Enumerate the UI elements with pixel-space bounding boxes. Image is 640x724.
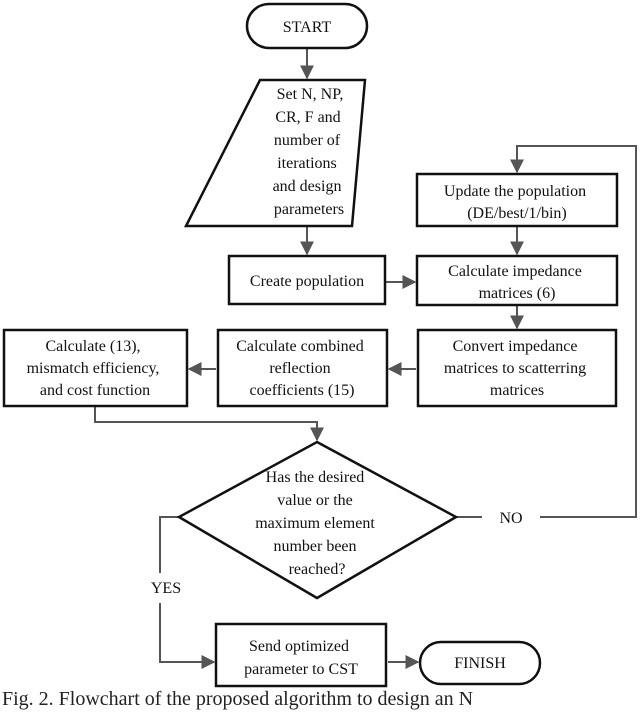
update-population-line: Update the population [444, 183, 586, 200]
setup-line: number of [274, 132, 341, 149]
convert-impedance-line: Convert impedance [453, 338, 578, 355]
no-label: NO [499, 510, 522, 527]
calc-cost-line: and cost function [40, 382, 150, 399]
start-terminal [245, 2, 369, 50]
svg-text:Calculate impedance matric: Calculate impedance matrices (6) [448, 263, 586, 302]
svg-text:Update the population (DE/: Update the population (DE/best/1/bin) [444, 183, 590, 222]
svg-text:Set N, NP, CR, F and n: Set N, NP, CR, F and number of iteration… [273, 86, 348, 218]
decision-line: value or the [277, 492, 353, 509]
send-params-line: parameter to CST [244, 661, 358, 678]
svg-text:Calculate (13), mismatch e: Calculate (13), mismatch efficiency, and… [27, 338, 164, 399]
decision-line: reached? [289, 561, 346, 578]
svg-text:Calculate combined reflect: Calculate combined reflection coefficien… [236, 338, 368, 399]
convert-impedance-line: matrices [490, 382, 544, 399]
create-population-label: Create population [250, 273, 364, 290]
send-params-line: Send optimized [249, 638, 349, 655]
create-population-box [227, 254, 387, 306]
arrow-no-loop-return [510, 145, 637, 518]
start-label: START [283, 19, 332, 36]
setup-line: iterations [277, 155, 337, 172]
arrow-yes-to-send-lower [159, 603, 216, 669]
setup-parallelogram [183, 78, 367, 228]
calc-impedance-line: Calculate impedance [448, 263, 582, 280]
finish-label: FINISH [454, 655, 506, 672]
calc-cost-box [2, 328, 189, 408]
svg-text:Send optimized parameter t: Send optimized parameter to CST [244, 638, 358, 678]
svg-text:Convert impedance matrices: Convert impedance matrices to scatterrin… [444, 338, 590, 399]
setup-line: CR, F and [275, 109, 340, 126]
arrow-yes-to-send [159, 516, 178, 573]
update-population-box [415, 172, 619, 228]
update-population-line: (DE/best/1/bin) [467, 205, 567, 222]
calc-cost-line: Calculate (13), [45, 338, 140, 355]
svg-text:Create population: Create population [250, 273, 364, 290]
decision-diamond [176, 440, 459, 600]
setup-line: Set N, NP, [277, 86, 344, 103]
send-params-box [214, 622, 388, 688]
decision-line: maximum element [255, 515, 375, 532]
svg-text:FINISH: FINISH [454, 655, 506, 672]
calc-impedance-line: matrices (6) [479, 285, 556, 302]
arrow-cost-to-decision [94, 406, 324, 442]
decision-line: number been [273, 538, 356, 555]
svg-text:NO: NO [499, 510, 522, 527]
svg-text:YES: YES [151, 580, 181, 597]
calc-reflection-box [216, 328, 389, 408]
calc-cost-line: mismatch efficiency, [27, 360, 160, 377]
figure-caption: Fig. 2. Flowchart of the proposed algori… [2, 688, 474, 710]
calc-impedance-box [415, 254, 619, 307]
calc-reflection-line: coefficients (15) [250, 382, 355, 399]
svg-text:Has the desired value or t: Has the desired value or the maximum ele… [255, 469, 379, 578]
svg-text:START: START [283, 19, 332, 36]
setup-line: parameters [274, 201, 344, 218]
calc-reflection-line: reflection [269, 360, 330, 377]
convert-impedance-line: matrices to scatterring [444, 360, 586, 377]
decision-line: Has the desired [266, 469, 365, 486]
setup-line: and design [273, 178, 342, 195]
calc-reflection-line: Calculate combined [236, 338, 364, 355]
finish-terminal [418, 640, 542, 686]
convert-impedance-box [416, 328, 618, 408]
yes-label: YES [151, 580, 181, 597]
